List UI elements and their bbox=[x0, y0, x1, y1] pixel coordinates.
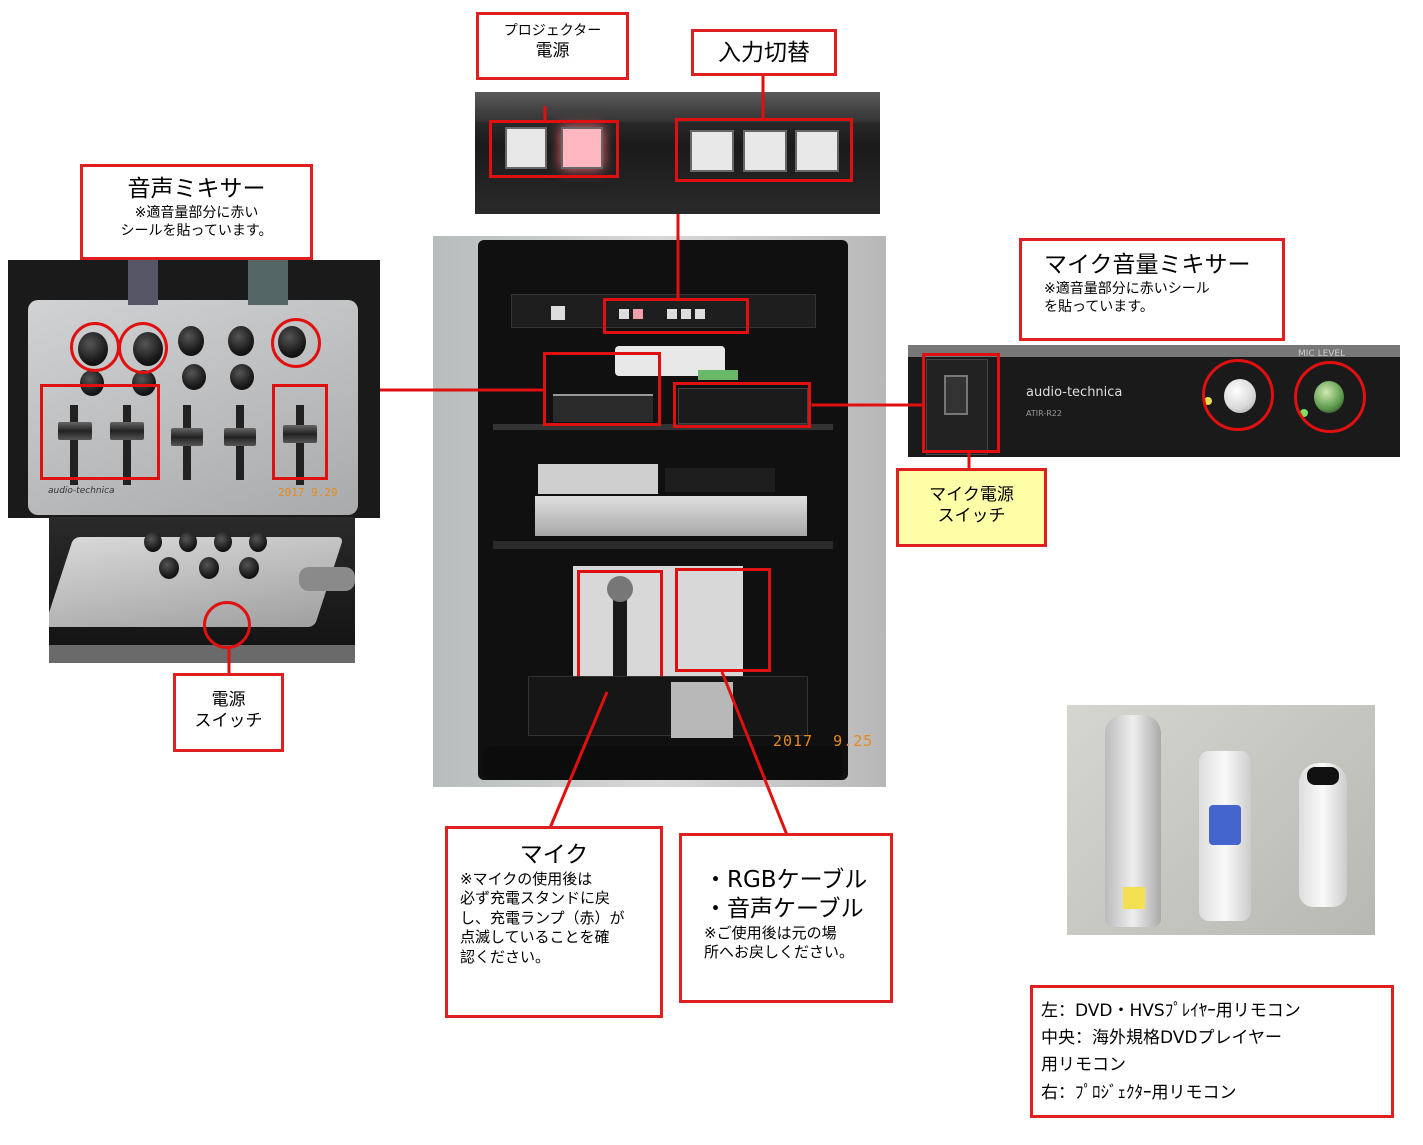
mic-power-switch-highlight bbox=[922, 353, 1000, 453]
mixer-date-stamp: 2017 9.29 bbox=[278, 486, 338, 499]
remote-right bbox=[1299, 763, 1347, 907]
power-switch-label: 電源 スイッチ bbox=[173, 673, 284, 752]
input-hdmi-button bbox=[690, 130, 734, 172]
mixer-brand-text: audio-technica bbox=[48, 486, 115, 496]
mixer-power-highlight bbox=[203, 601, 251, 649]
mic-knob-highlight-1 bbox=[1202, 359, 1274, 431]
mixer-fader-highlight-left bbox=[40, 384, 160, 480]
mixer-side-photo bbox=[49, 517, 355, 663]
rack-input-highlight bbox=[603, 298, 749, 334]
mixer-knob-highlight-3 bbox=[271, 318, 321, 368]
mic-knob-highlight-2 bbox=[1294, 361, 1366, 433]
rack-mic-highlight bbox=[577, 570, 663, 692]
audio-mixer-photo: audio-technica 2017 9.29 bbox=[8, 260, 380, 518]
remote-controls-photo bbox=[1067, 705, 1375, 935]
input-rgb-button bbox=[743, 130, 787, 172]
projector-panel-photo bbox=[475, 92, 880, 214]
mixer-knob-highlight-2 bbox=[118, 322, 168, 374]
mic-label: マイク ※マイクの使用後は 必ず充電スタンドに戻 し、充電ランプ（赤）が 点滅し… bbox=[445, 826, 663, 1018]
rack-mic-mixer-highlight bbox=[673, 382, 811, 428]
input-video-button bbox=[795, 130, 839, 172]
mic-power-switch-label: マイク電源 スイッチ bbox=[896, 468, 1047, 547]
mic-mixer-label: マイク音量ミキサー ※適音量部分に赤いシール を貼っています。 bbox=[1019, 238, 1285, 341]
input-switch-label: 入力切替 bbox=[691, 29, 837, 76]
mic-level-text: MIC LEVEL bbox=[1298, 349, 1346, 359]
projector-power-highlight bbox=[489, 120, 619, 178]
mixer-fader-highlight-right bbox=[272, 384, 328, 480]
rack-cable-highlight bbox=[675, 568, 771, 672]
mic-mixer-photo: audio-technica ATIR-R22 MIC LEVEL bbox=[908, 345, 1400, 457]
input-switch-highlight bbox=[675, 118, 853, 182]
mic-mixer-model: ATIR-R22 bbox=[1026, 409, 1062, 418]
rack-mixer-highlight bbox=[543, 352, 661, 426]
av-rack-photo: 2017 9.25 bbox=[433, 236, 886, 787]
mixer-knob-highlight-1 bbox=[70, 322, 120, 372]
lamp-off-button bbox=[561, 127, 603, 169]
mic-mixer-brand: audio-technica bbox=[1026, 385, 1123, 400]
projector-power-label: プロジェクター 電源 bbox=[476, 12, 629, 80]
date-stamp: 2017 9.25 bbox=[773, 732, 874, 750]
audio-mixer-label: 音声ミキサー ※適音量部分に赤い シールを貼っています。 bbox=[80, 164, 313, 260]
lamp-on-button bbox=[505, 127, 547, 169]
remote-caption: 左：DVD・HVSﾌﾟﾚｲﾔｰ用リモコン 中央：海外規格DVDプレイヤー 用リモ… bbox=[1030, 985, 1394, 1118]
cable-label: ・RGBケーブル ・音声ケーブル ※ご使用後は元の場 所へお戻しください。 bbox=[679, 833, 893, 1003]
